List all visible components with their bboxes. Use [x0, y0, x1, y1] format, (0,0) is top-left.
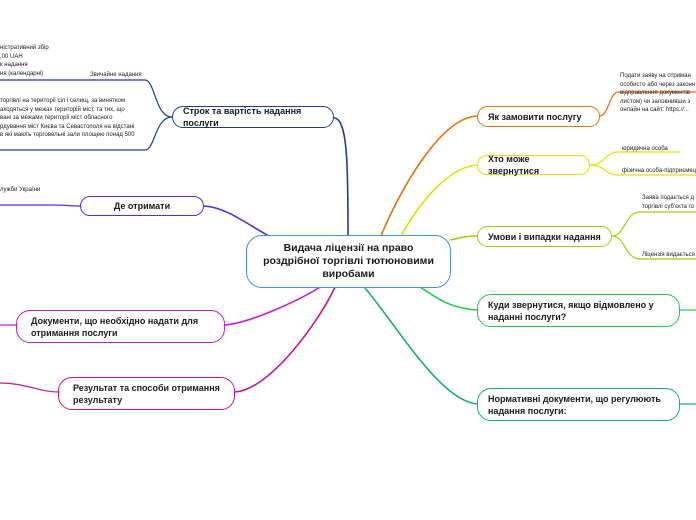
order-line: відправлення документів — [620, 90, 690, 97]
connector-how-order — [379, 115, 478, 239]
branch-who-apply-label: Хто може звернутися — [488, 154, 540, 176]
order-line: особисто або через законн — [620, 81, 696, 88]
territory-details: торгівлі на території сіл і селищ, за ви… — [0, 97, 135, 140]
condition-line: торгівлі суб'єкта го — [642, 203, 694, 210]
branch-conditions-label: Умови і випадки надання — [488, 231, 601, 242]
territory-line: в які мають торговельні зали площею пона… — [0, 132, 135, 139]
branch-term-cost[interactable]: Строк та вартість надання послуги — [172, 106, 334, 128]
order-line: онлайн на сайт: https://... — [620, 107, 689, 114]
legal-person-label: юридична особа — [622, 146, 668, 152]
fee-line: к надання — [0, 62, 28, 69]
connector-term-cost — [333, 117, 349, 237]
order-details: Подати заяву на отриман особисто або чер… — [620, 72, 695, 115]
order-line: Подати заяву на отриман — [620, 73, 691, 79]
connector-term-leaves-2 — [0, 116, 173, 151]
branch-where-refused[interactable]: Куди звернутися, якщо відмовлено у надан… — [477, 294, 680, 327]
branch-normative[interactable]: Нормативні документи, що регулюють надан… — [477, 388, 680, 421]
branch-result-label: Результат та способи отримання результат… — [73, 382, 220, 405]
branch-where-refused-label: Куди звернутися, якщо відмовлено у надан… — [488, 299, 654, 322]
branch-result[interactable]: Результат та способи отримання результат… — [58, 377, 235, 410]
branch-documents[interactable]: Документи, що необхідно надати для отрим… — [16, 310, 225, 343]
connector-normative — [364, 287, 478, 405]
license-issued-label: Ліцензія видається — [642, 252, 695, 258]
connector-who-leaf-1 — [589, 151, 680, 166]
connector-result-leaf — [0, 382, 59, 393]
service-label: лужби України — [0, 187, 41, 193]
branch-who-apply[interactable]: Хто може звернутися — [477, 154, 590, 176]
connector-where-leaf — [0, 204, 81, 207]
fee-line: ,00 UAH — [0, 53, 23, 60]
branch-how-order[interactable]: Як замовити послугу — [477, 106, 600, 127]
branch-how-order-label: Як замовити послугу — [488, 111, 582, 122]
branch-where[interactable]: Де отримати — [80, 196, 204, 216]
connector-conditions — [449, 235, 478, 241]
branch-term-cost-label: Строк та вартість надання послуги — [183, 106, 302, 128]
branch-documents-label: Документи, що необхідно надати для отрим… — [31, 315, 199, 338]
central-topic-title: Видача ліцензії на право роздрібної торг… — [263, 242, 434, 280]
individual-label: фізична особа-підприємец — [622, 168, 696, 174]
connector-cond-leaf-1 — [611, 211, 696, 237]
connector-cond-leaf-2 — [611, 235, 696, 260]
connector-who-leaf-2 — [589, 164, 696, 176]
territory-line: вані за межами території міст обласного — [0, 115, 113, 122]
fee-details: ністративний збір ,00 UAH к надання ня (… — [0, 44, 49, 78]
central-topic[interactable]: Видача ліцензії на право роздрібної торг… — [246, 235, 451, 288]
territory-line: торгівлі на території сіл і селищ, за ви… — [0, 98, 125, 104]
order-line: листом) чи заповнивши з — [620, 98, 691, 105]
connector-documents — [224, 286, 321, 326]
connector-result — [234, 286, 336, 393]
connector-term-leaves — [0, 79, 173, 118]
connector-where-refused — [419, 286, 478, 311]
connector-who-apply — [399, 164, 478, 239]
ordinary-provision-label: Звичайне надання — [90, 72, 142, 78]
branch-where-label: Де отримати — [113, 201, 171, 211]
territory-line: рдування міст Києва та Севастополя на ві… — [0, 123, 135, 130]
condition-details: Заява подається д торгівлі суб'єкта го — [642, 194, 694, 211]
condition-line: Заява подається д — [642, 195, 694, 201]
fee-line: ністративний збір — [0, 45, 49, 51]
fee-line: ня (календарні) — [0, 70, 44, 77]
branch-normative-label: Нормативні документи, що регулюють надан… — [488, 393, 661, 416]
branch-conditions[interactable]: Умови і випадки надання — [477, 226, 612, 247]
territory-line: аходяться у межах територій міст, та тих… — [0, 106, 125, 113]
connector-order-leaf — [599, 91, 696, 117]
